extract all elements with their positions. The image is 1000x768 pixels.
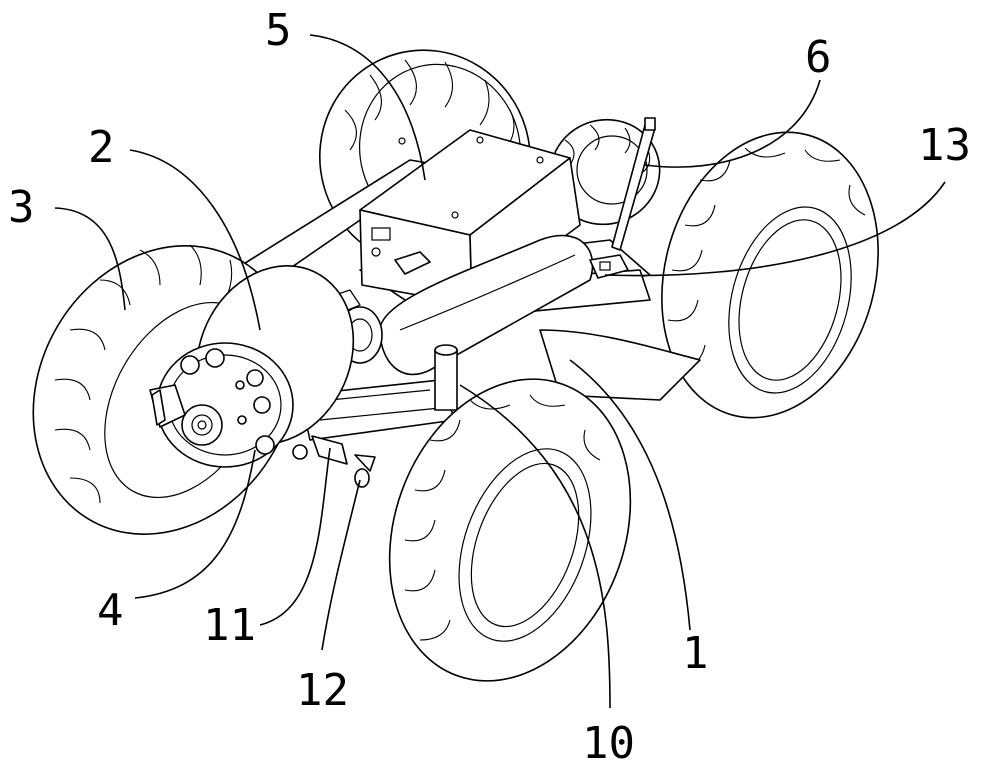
- label-11: 11: [203, 600, 256, 651]
- label-5: 5: [265, 5, 292, 56]
- label-13: 13: [918, 120, 971, 171]
- release-ring: [355, 455, 375, 487]
- label-12: 12: [296, 665, 349, 716]
- label-2: 2: [88, 122, 115, 173]
- label-10: 10: [582, 718, 635, 768]
- label-1: 1: [682, 628, 709, 679]
- lock-lever: [293, 436, 347, 464]
- label-6: 6: [805, 32, 832, 83]
- leader-line-11: [260, 448, 330, 625]
- label-4: 4: [97, 585, 124, 636]
- leader-line-12: [322, 480, 360, 650]
- sensor-pillar: [435, 345, 457, 410]
- label-3: 3: [8, 182, 35, 233]
